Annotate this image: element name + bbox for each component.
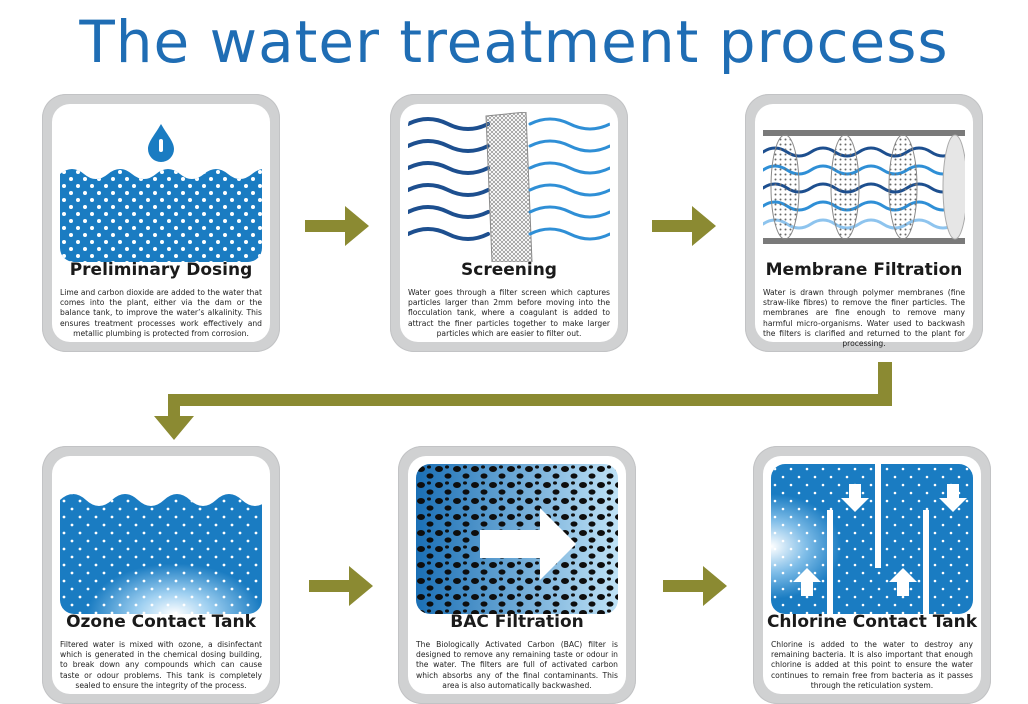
step-card-body: BAC Filtration The Biologically Activate… (408, 456, 626, 694)
step-heading: Chlorine Contact Tank (766, 612, 978, 632)
flow-arrow-icon (480, 508, 576, 580)
step-card-membrane-filtration: Membrane Filtration Water is drawn throu… (745, 94, 983, 352)
step-card-body: Preliminary Dosing Lime and carbon dioxi… (52, 104, 270, 342)
step-description: Water goes through a filter screen which… (408, 288, 610, 338)
step-description: The Biologically Activated Carbon (BAC) … (416, 640, 618, 690)
flow-direction-arrows (793, 484, 967, 596)
step-card-preliminary-dosing: Preliminary Dosing Lime and carbon dioxi… (42, 94, 280, 352)
step-card-screening: Screening Water goes through a filter sc… (390, 94, 628, 352)
screening-illustration (408, 112, 610, 262)
step-heading: Ozone Contact Tank (66, 612, 256, 632)
right-arrow-icon (305, 206, 369, 246)
step-card-body: Ozone Contact Tank Filtered water is mix… (52, 456, 270, 694)
step-card-body: Chlorine Contact Tank Chlorine is added … (763, 456, 981, 694)
chlorine-contact-tank-illustration (771, 464, 973, 614)
step-heading: Membrane Filtration (765, 260, 963, 280)
page-title: The water treatment process (79, 8, 949, 76)
step-card-body: Screening Water goes through a filter sc… (400, 104, 618, 342)
step-description: Filtered water is mixed with ozone, a di… (60, 640, 262, 690)
step-card-bac-filtration: BAC Filtration The Biologically Activate… (398, 446, 636, 704)
step-description: Lime and carbon dioxide are added to the… (60, 288, 262, 338)
step-heading: Screening (461, 260, 557, 280)
step-card-body: Membrane Filtration Water is drawn throu… (755, 104, 973, 348)
right-arrow-icon (663, 566, 727, 606)
step-description: Water is drawn through polymer membranes… (763, 288, 965, 349)
water-drop-icon (148, 124, 174, 162)
step-card-ozone-contact-tank: Ozone Contact Tank Filtered water is mix… (42, 446, 280, 704)
right-arrow-icon (652, 206, 716, 246)
preliminary-dosing-illustration (60, 112, 262, 262)
step-heading: BAC Filtration (450, 612, 584, 632)
step-heading: Preliminary Dosing (69, 260, 253, 280)
bac-filtration-illustration (416, 464, 618, 614)
ozone-contact-tank-illustration (60, 464, 262, 614)
step-card-chlorine-contact-tank: Chlorine Contact Tank Chlorine is added … (753, 446, 991, 704)
membrane-filtration-illustration (763, 112, 965, 262)
connector-arrow-icon (154, 362, 892, 440)
step-description: Chlorine is added to the water to destro… (771, 640, 973, 690)
right-arrow-icon (309, 566, 373, 606)
